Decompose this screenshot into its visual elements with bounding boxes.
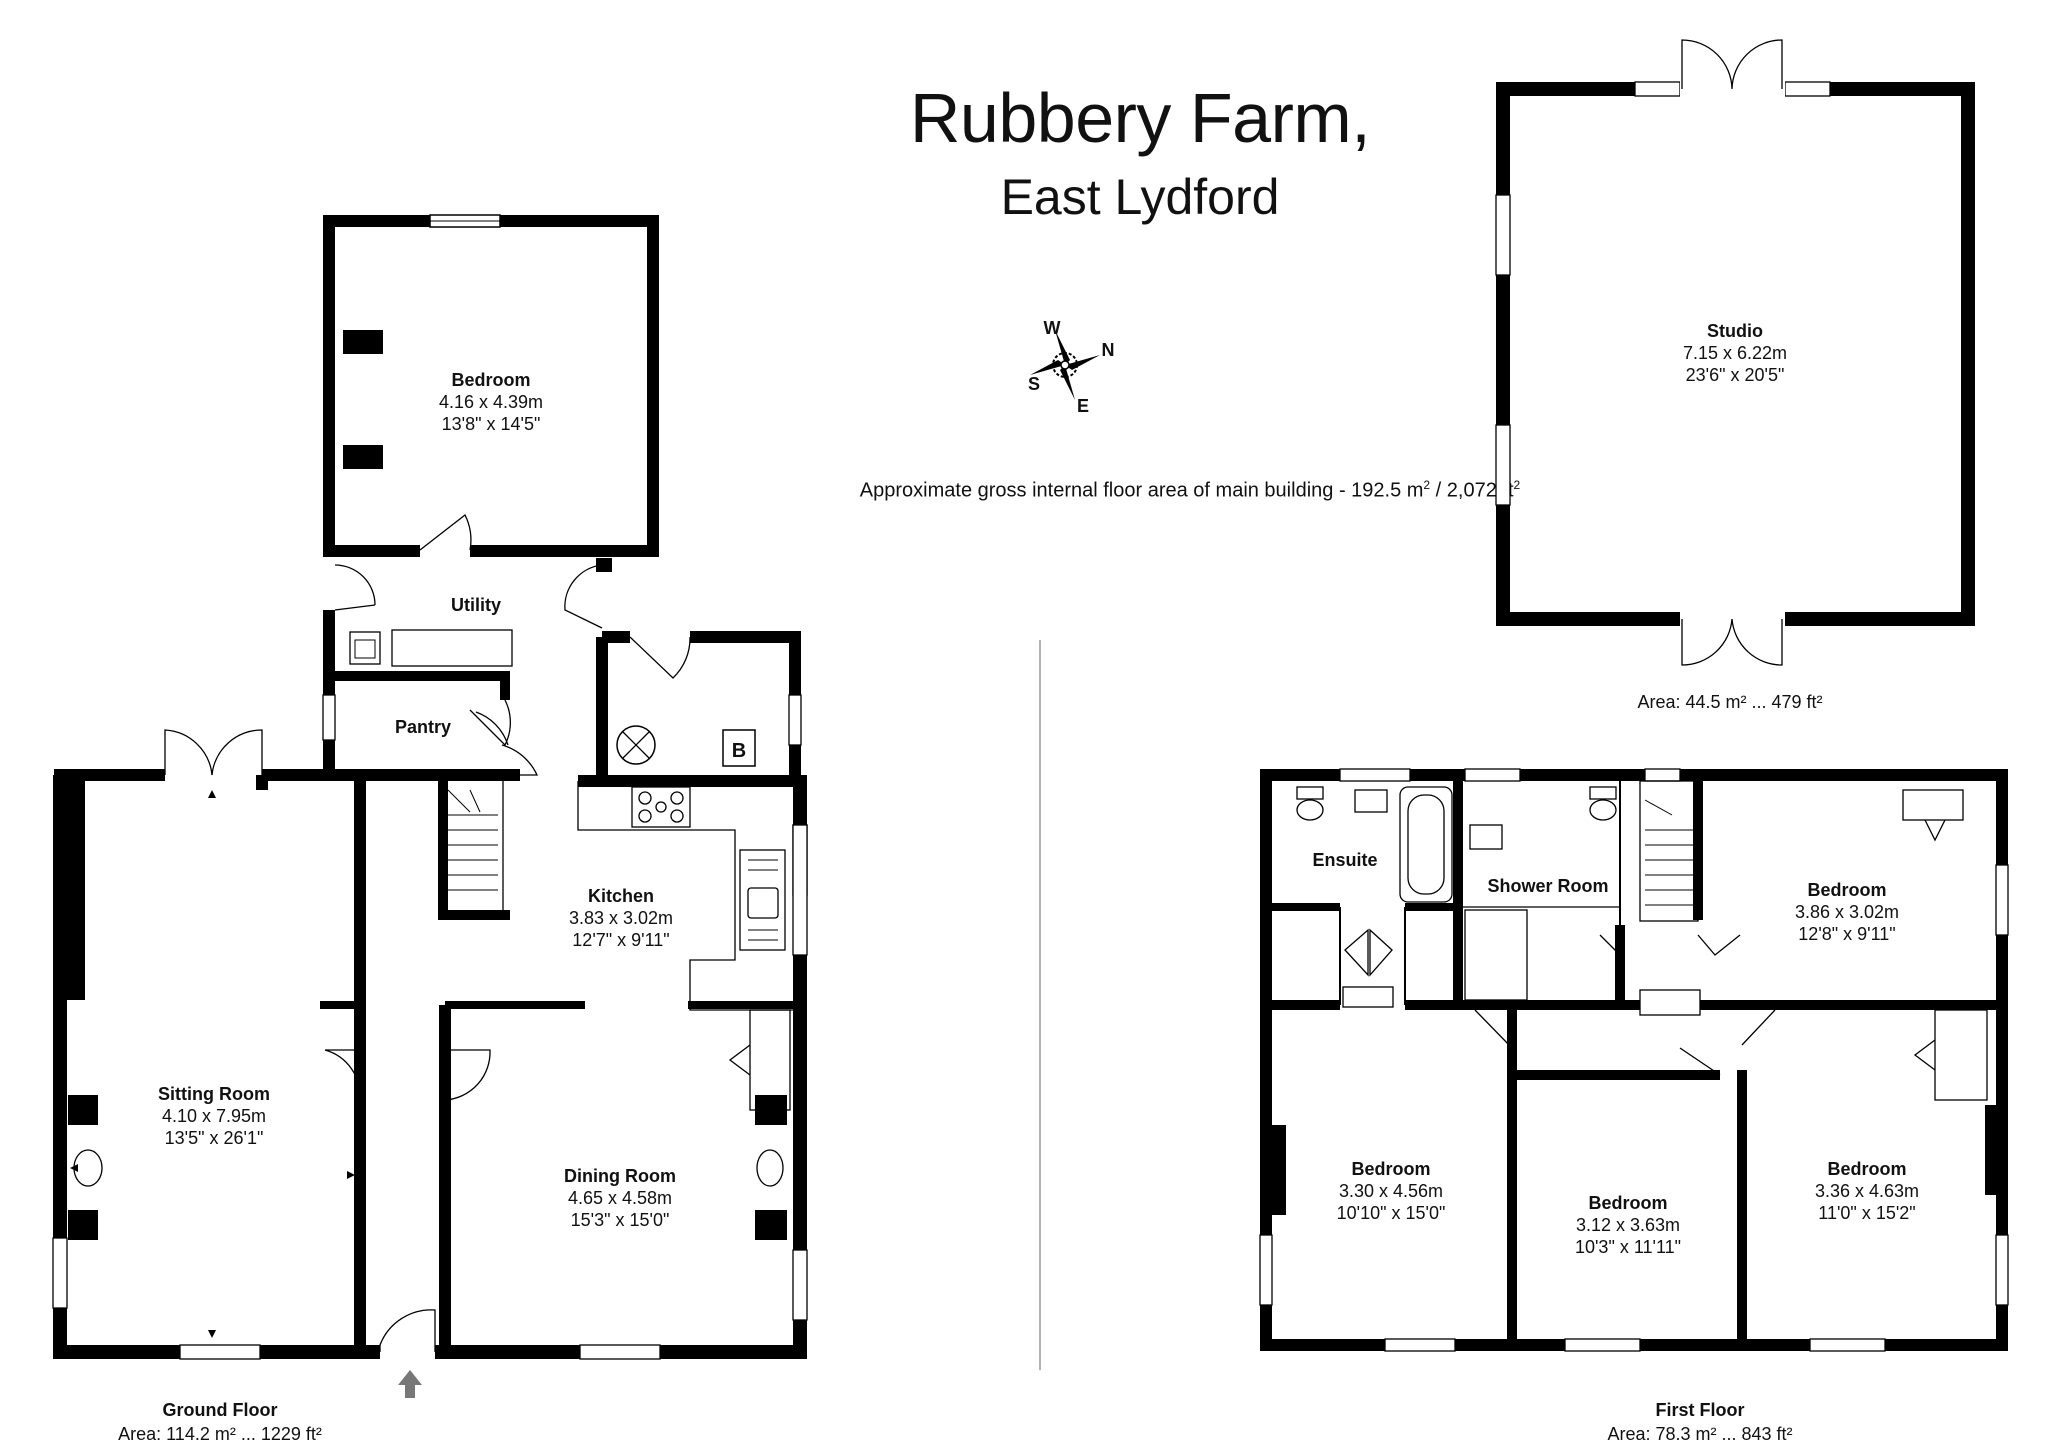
- ground-floor-area: Area: 114.2 m² ... 1229 ft²: [118, 1424, 322, 1444]
- compass-rose-icon: [1030, 330, 1100, 400]
- gross-area-sup-2: 2: [1513, 478, 1521, 492]
- compass-e: E: [1077, 396, 1089, 416]
- boiler-cupboard: B: [596, 631, 802, 775]
- ff-bedroom-4-name: Bedroom: [1827, 1159, 1906, 1179]
- compass-w: W: [1044, 318, 1061, 338]
- annex-bedroom-metric: 4.16 x 4.39m: [439, 392, 543, 412]
- ground-floor-plan: [52, 711, 808, 1398]
- annex-bedroom-name: Bedroom: [451, 370, 530, 390]
- ff-bedroom-1-imperial: 12'8" x 9'11": [1798, 924, 1895, 944]
- toilet-icon: [1296, 799, 1324, 821]
- dining-room-imperial: 15'3" x 15'0": [571, 1210, 670, 1230]
- compass-s: S: [1028, 374, 1040, 394]
- first-floor-plan: [1259, 768, 2009, 1352]
- dining-room-metric: 4.65 x 4.58m: [568, 1188, 672, 1208]
- kitchen-name: Kitchen: [588, 886, 654, 906]
- kitchen-metric: 3.83 x 3.02m: [569, 908, 673, 928]
- studio-imperial: 23'6" x 20'5": [1686, 365, 1785, 385]
- ff-bedroom-3-imperial: 10'3" x 11'11": [1575, 1237, 1681, 1257]
- sitting-room-name: Sitting Room: [158, 1084, 270, 1104]
- studio-block: [1495, 39, 1975, 666]
- hot-water-cylinder-icon: [616, 725, 656, 765]
- gross-area-mid: / 2,072 ft: [1430, 479, 1514, 502]
- utility-name: Utility: [451, 595, 501, 615]
- ff-bedroom-1-name: Bedroom: [1807, 880, 1886, 900]
- ff-bedroom-1-metric: 3.86 x 3.02m: [1795, 902, 1899, 922]
- ff-bedroom-4-metric: 3.36 x 4.63m: [1815, 1181, 1919, 1201]
- annex-bedroom-imperial: 13'8" x 14'5": [442, 414, 541, 434]
- ff-bedroom-2-name: Bedroom: [1351, 1159, 1430, 1179]
- page-title: Rubbery Farm,: [909, 79, 1371, 157]
- ensuite-fixtures: [1296, 786, 1453, 903]
- ensuite-name: Ensuite: [1312, 850, 1377, 870]
- studio-name: Studio: [1707, 321, 1763, 341]
- ff-bedroom-2-imperial: 10'10" x 15'0": [1337, 1203, 1446, 1223]
- first-floor-area: Area: 78.3 m² ... 843 ft²: [1607, 1424, 1793, 1444]
- boiler-icon: [722, 729, 756, 767]
- gross-area-text: Approximate gross internal floor area of…: [859, 479, 1424, 502]
- ground-floor-caption: Ground Floor Area: 114.2 m² ... 1229 ft²: [60, 1398, 380, 1446]
- shower-room-name: Shower Room: [1487, 876, 1608, 896]
- gross-area-sup-1: 2: [1423, 478, 1431, 492]
- gross-area-note: Approximate gross internal floor area of…: [620, 478, 1760, 503]
- bath-icon: [1399, 786, 1453, 903]
- first-floor-caption: First Floor Area: 78.3 m² ... 843 ft²: [1530, 1398, 1870, 1446]
- entrance-arrow-icon: [398, 1370, 422, 1398]
- sink-icon: [739, 849, 786, 951]
- page-subtitle: East Lydford: [1000, 169, 1280, 225]
- sitting-room-metric: 4.10 x 7.95m: [162, 1106, 266, 1126]
- dining-room-name: Dining Room: [564, 1166, 676, 1186]
- hob-icon: [631, 786, 691, 828]
- ff-bedroom-2-metric: 3.30 x 4.56m: [1339, 1181, 1443, 1201]
- ff-bedroom-3-name: Bedroom: [1588, 1193, 1667, 1213]
- ff-bedroom-3-metric: 3.12 x 3.63m: [1576, 1215, 1680, 1235]
- utility-block: [322, 558, 612, 770]
- ff-bedroom-4-imperial: 11'0" x 15'2": [1818, 1203, 1915, 1223]
- studio-area-caption: Area: 44.5 m² ... 479 ft²: [1637, 692, 1823, 712]
- compass-n: N: [1102, 340, 1115, 360]
- sitting-room-imperial: 13'5" x 26'1": [165, 1128, 264, 1148]
- boiler-label: B: [732, 740, 746, 762]
- ground-floor-name: Ground Floor: [162, 1400, 278, 1420]
- kitchen-imperial: 12'7" x 9'11": [572, 930, 669, 950]
- annex-bedroom-block: [323, 214, 659, 558]
- studio-metric: 7.15 x 6.22m: [1683, 343, 1787, 363]
- pantry-name: Pantry: [395, 717, 451, 737]
- first-floor-name: First Floor: [1655, 1400, 1745, 1420]
